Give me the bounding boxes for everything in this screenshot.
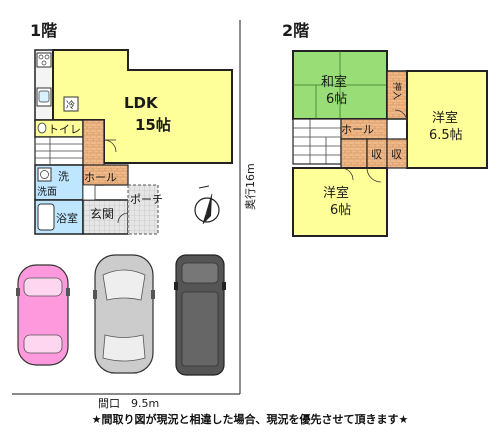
stove-icon xyxy=(36,52,52,68)
floor1-label: 1階 xyxy=(30,21,57,40)
japanese-room-size: 6帖 xyxy=(326,92,347,107)
western-room-a-label: 洋室 xyxy=(432,110,458,126)
western-room-a-size: 6.5帖 xyxy=(429,128,463,143)
entrance-label: 玄関 xyxy=(90,206,114,221)
hall-floor2-label: ホール xyxy=(341,123,374,136)
car-pink xyxy=(16,264,70,366)
storage-right-label: 収 xyxy=(391,148,402,161)
site-boundary xyxy=(12,20,241,395)
car-dark xyxy=(174,254,226,376)
porch xyxy=(127,184,159,235)
car-silver xyxy=(93,254,155,374)
western-room-a xyxy=(406,70,488,169)
frontage-label: 間口 9.5m xyxy=(98,397,159,410)
bath-label: 浴室 xyxy=(56,211,78,225)
washroom-label: 洗面 xyxy=(37,186,57,198)
storage-left-label: 収 xyxy=(371,148,382,161)
fridge-icon xyxy=(63,96,79,112)
porch-label: ポーチ xyxy=(130,193,163,206)
toilet-label: トイレ xyxy=(48,123,81,136)
ldk-size: 15帖 xyxy=(135,116,171,134)
floor2-label: 2階 xyxy=(282,21,309,40)
depth-label: 奥行16m xyxy=(243,163,257,210)
washing-machine-icon xyxy=(37,167,52,182)
closet-label: 押入 xyxy=(391,82,403,100)
compass-icon xyxy=(194,185,220,225)
shoe-shelf xyxy=(82,184,96,201)
entrance xyxy=(82,199,129,235)
stairs-floor2 xyxy=(292,118,342,165)
storage-right xyxy=(386,138,408,169)
japanese-room-label: 和室 xyxy=(321,74,347,90)
toilet-icon xyxy=(37,122,47,134)
ldk-label: LDK xyxy=(124,94,159,112)
wash-label: 洗 xyxy=(58,170,69,183)
western-room-b xyxy=(292,167,388,237)
western-room-b-size: 6帖 xyxy=(330,203,351,218)
disclaimer-note: ★間取り図が現況と相違した場合、現況を優先させて頂きます★ xyxy=(91,413,409,426)
hall-floor2-lower xyxy=(340,138,368,169)
fridge-label: 冷 xyxy=(66,99,75,111)
bathtub-icon xyxy=(37,203,55,231)
western-room-b-label: 洋室 xyxy=(323,185,349,201)
hall-floor1-label: ホール xyxy=(84,171,117,184)
